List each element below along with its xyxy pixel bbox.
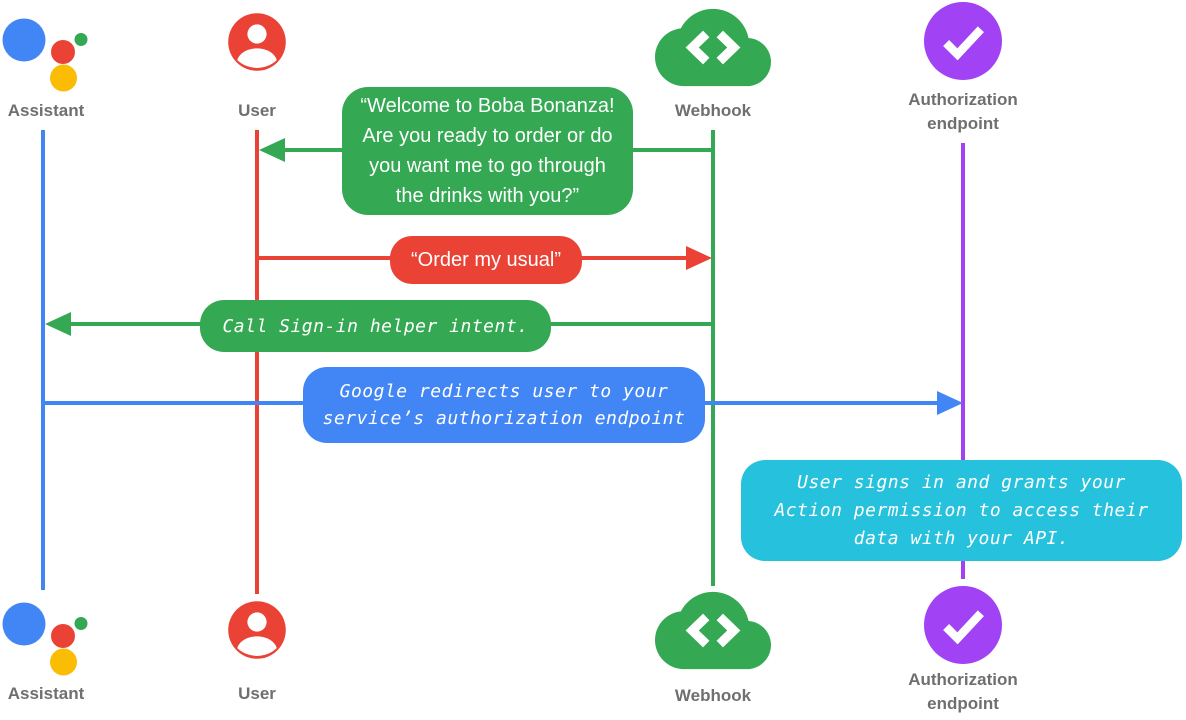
actor-label-webhook-top: Webhook: [674, 101, 752, 120]
authorization-check-circle-icon: [924, 2, 1002, 80]
bubble-signin-message: Call Sign-in helper intent.: [200, 300, 551, 352]
google-assistant-icon: [2, 602, 88, 676]
webhook-cloud-code-icon: [655, 591, 771, 670]
user-icon: [228, 13, 286, 71]
arrow-signin-head-left-icon: [45, 312, 71, 336]
authorization-check-circle-icon: [924, 586, 1002, 664]
actor-label-webhook-bottom: Webhook: [674, 686, 752, 705]
bubble-welcome-text: “Welcome to Boba Bonanza! Are you ready …: [360, 95, 615, 207]
actor-label-authorization-bottom: Authorization endpoint: [908, 670, 1018, 713]
bubble-order-text: “Order my usual”: [410, 248, 562, 271]
lifeline-authorization-endpoint: [961, 143, 965, 579]
actor-label-authorization-top: Authorization endpoint: [908, 90, 1018, 133]
arrow-redirect-head-right-icon: [937, 391, 963, 415]
lifeline-assistant: [41, 130, 45, 590]
bubble-grant-text: User signs in and grants your Action per…: [774, 471, 1149, 549]
bubble-welcome-message: “Welcome to Boba Bonanza! Are you ready …: [342, 87, 633, 215]
lifeline-user: [255, 130, 259, 594]
actor-label-user-bottom: User: [238, 684, 276, 703]
actor-label-assistant-top: Assistant: [7, 101, 85, 120]
bubble-signin-text: Call Sign-in helper intent.: [222, 315, 529, 337]
actor-label-assistant-bottom: Assistant: [7, 684, 85, 703]
lifeline-webhook: [711, 130, 715, 586]
bubble-redirect-text: Google redirects user to your service’s …: [322, 381, 686, 429]
webhook-cloud-code-icon: [655, 8, 771, 87]
bubble-grant-note: User signs in and grants your Action per…: [741, 460, 1182, 561]
bubble-order-message: “Order my usual”: [390, 236, 582, 284]
bubble-redirect-message: Google redirects user to your service’s …: [303, 367, 705, 443]
user-icon: [228, 601, 286, 659]
arrow-order-head-right-icon: [686, 246, 712, 270]
arrow-welcome-head-left-icon: [259, 138, 285, 162]
google-assistant-icon: [2, 18, 88, 92]
actor-label-user-top: User: [238, 101, 276, 120]
